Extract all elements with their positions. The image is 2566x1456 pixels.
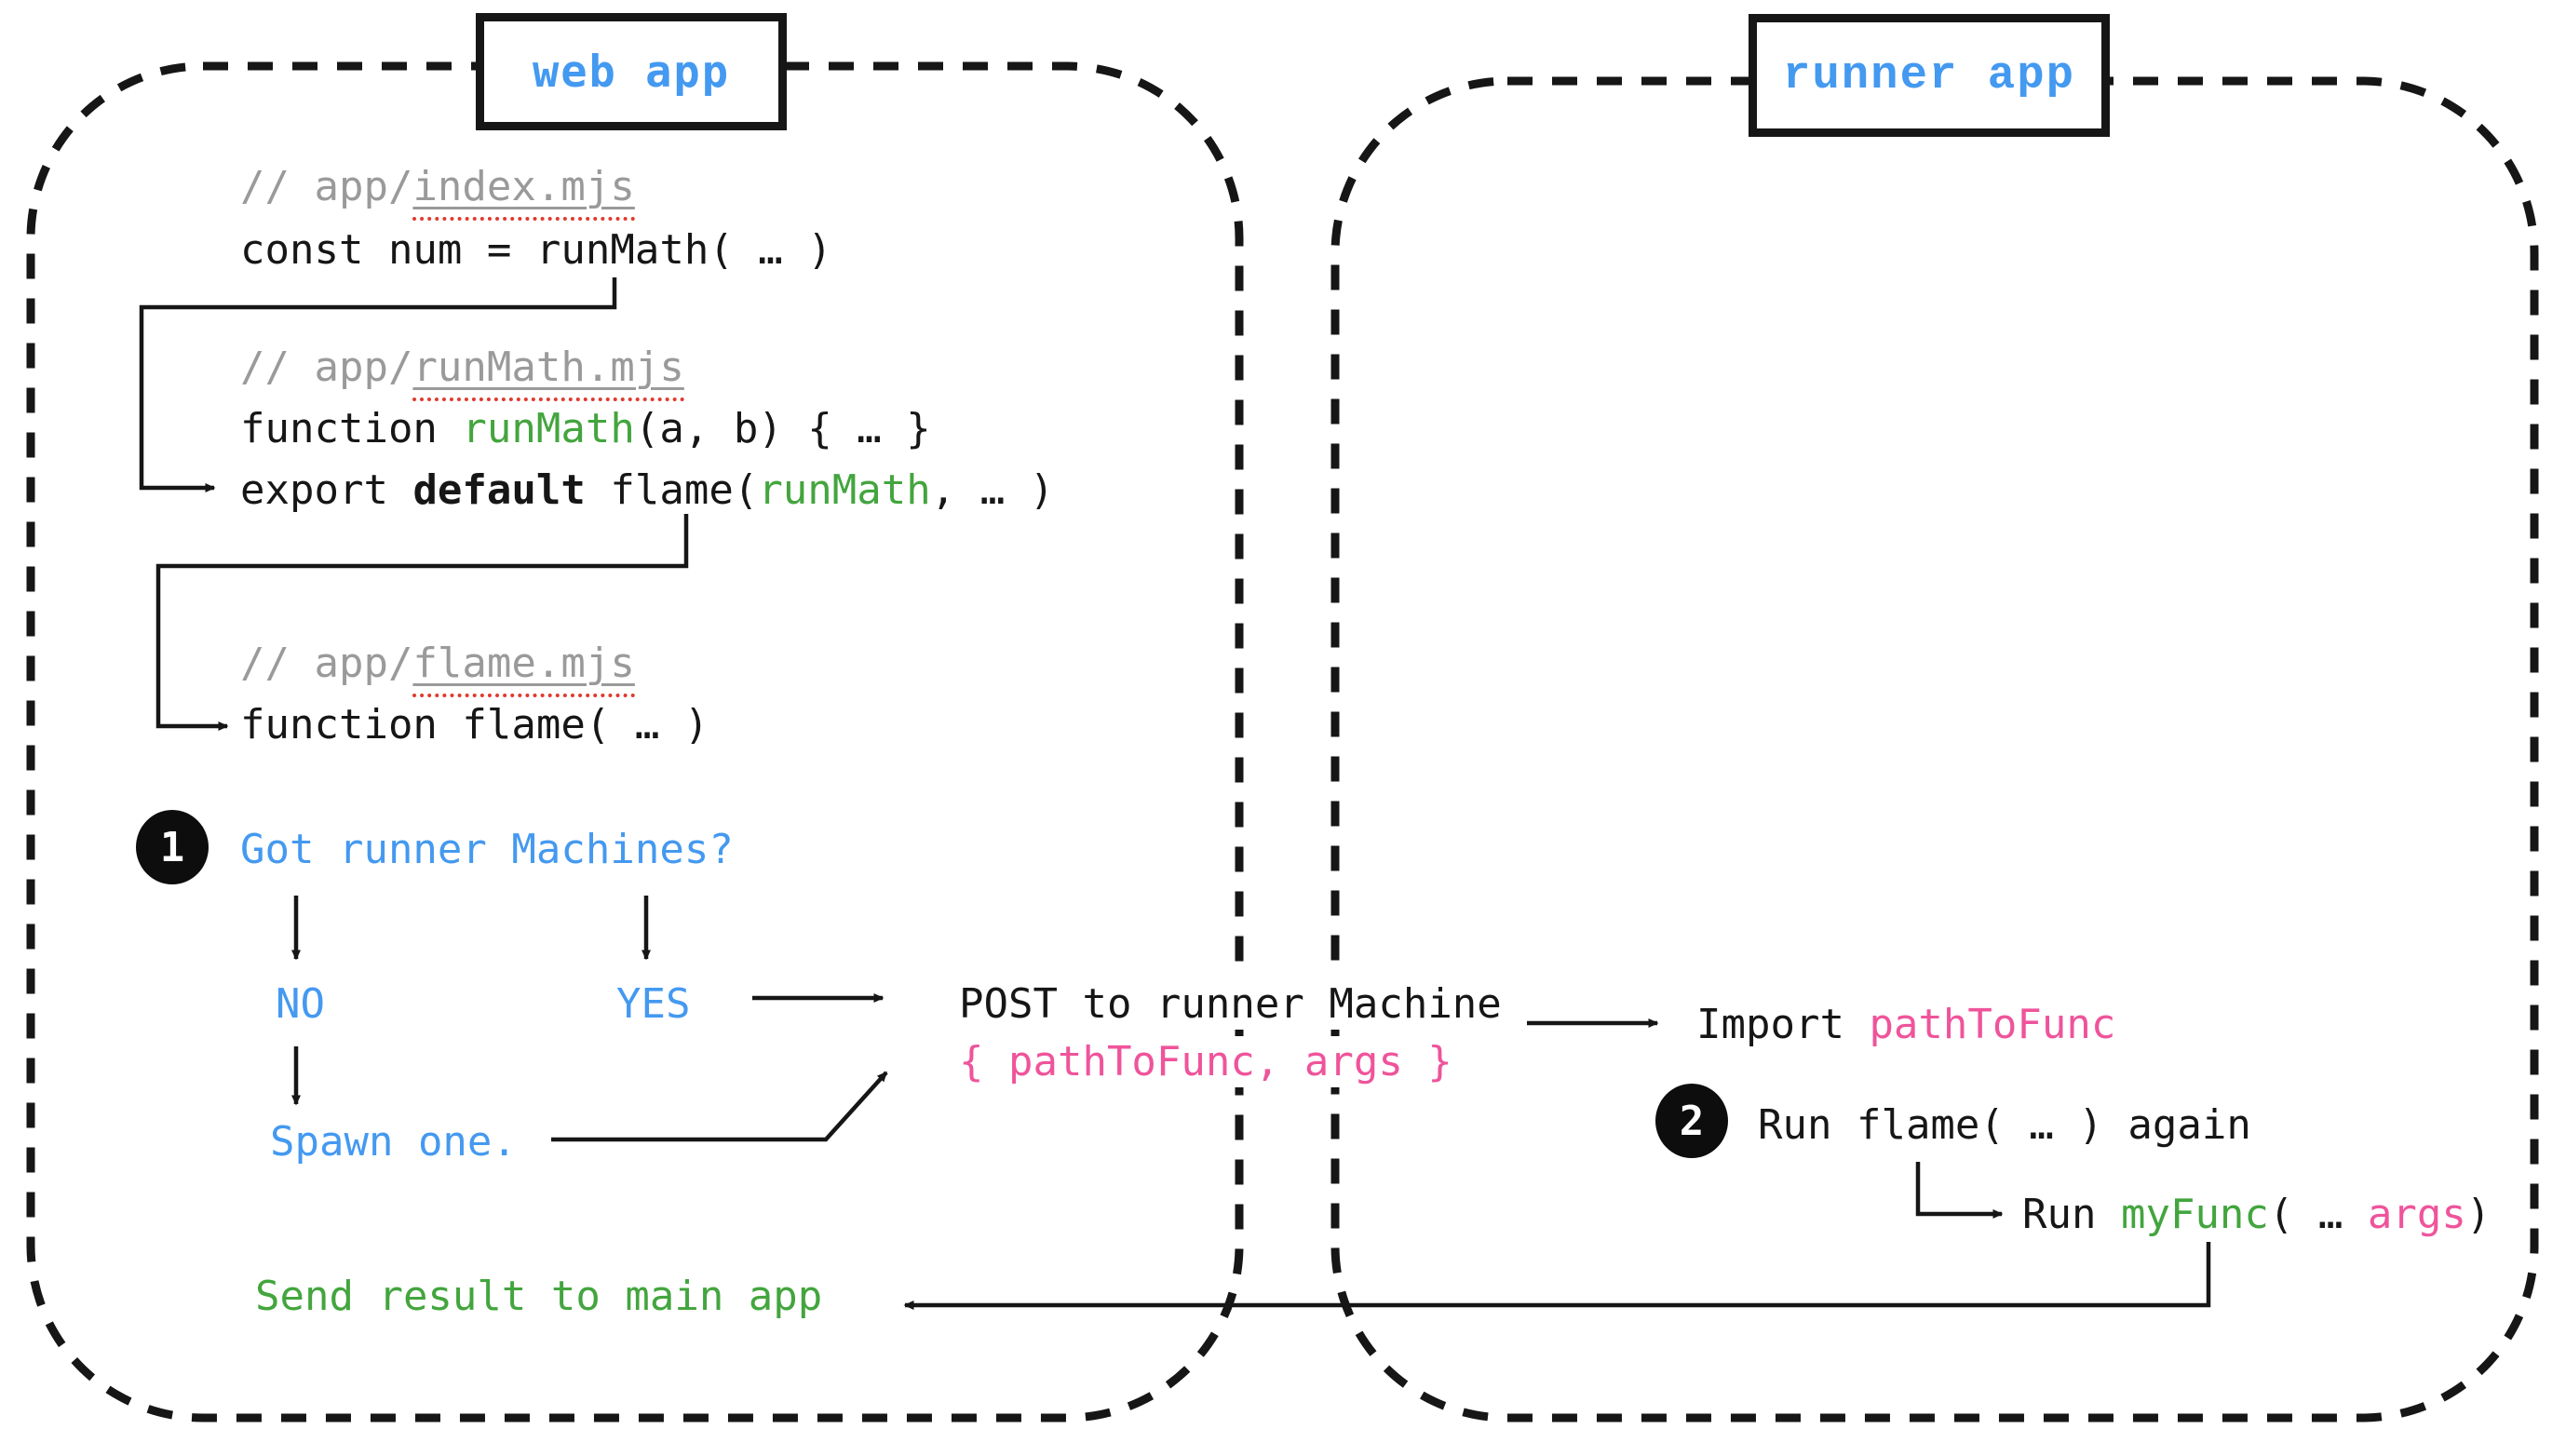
post-line: POST to runner Machine: [959, 978, 1507, 1030]
runner-app-title-box: runner app: [1749, 14, 2110, 137]
question-got-runner-machines: Got runner Machines?: [240, 826, 734, 873]
comment-index-mjs: // app/index.mjs: [240, 163, 635, 221]
step-1-badge: 1: [136, 810, 209, 884]
post-to-runner-block: POST to runner Machine { pathToFunc, args…: [959, 976, 1507, 1092]
code-const-num: const num = runMath( … ): [240, 226, 832, 274]
post-payload: { pathToFunc, args }: [959, 1036, 1458, 1088]
arrow-flame-to-myfunc: [1915, 1162, 2004, 1219]
runmath-identifier: runMath: [758, 466, 931, 514]
comment-prefix: // app/: [240, 640, 413, 687]
branch-no-label: NO: [276, 980, 325, 1028]
code-export-default: export default flame(runMath, … ): [240, 466, 1055, 514]
send-result-label: Send result to main app: [255, 1273, 823, 1320]
default-keyword: default: [412, 466, 586, 514]
code-function-runmath: function runMath(a, b) { … }: [240, 405, 931, 452]
filename-flame-mjs: flame.mjs: [412, 640, 635, 697]
web-app-title: web app: [532, 46, 731, 98]
arrow-spawn-to-post: [551, 1071, 888, 1142]
spawn-one-label: Spawn one.: [270, 1118, 517, 1166]
filename-runmath-mjs: runMath.mjs: [412, 344, 684, 401]
comment-flame-mjs: // app/flame.mjs: [240, 640, 635, 697]
branch-yes-label: YES: [616, 980, 691, 1028]
runner-app-title: runner app: [1782, 49, 2076, 101]
pathtofunc-identifier: pathToFunc: [1869, 1001, 2116, 1048]
filename-index-mjs: index.mjs: [412, 163, 635, 221]
comment-prefix: // app/: [240, 344, 413, 391]
run-myfunc-line: Run myFunc( … args): [2022, 1191, 2492, 1238]
run-flame-again-line: Run flame( … ) again: [1758, 1101, 2251, 1149]
comment-prefix: // app/: [240, 163, 413, 210]
runmath-identifier: runMath: [462, 405, 635, 452]
step-2-badge: 2: [1655, 1084, 1728, 1158]
web-app-title-box: web app: [476, 13, 787, 130]
args-identifier: args: [2367, 1191, 2466, 1238]
comment-runmath-mjs: // app/runMath.mjs: [240, 344, 684, 401]
import-pathtofunc-line: Import pathToFunc: [1696, 1001, 2116, 1048]
myfunc-identifier: myFunc: [2120, 1191, 2269, 1238]
arrow-index-to-export: [139, 277, 617, 492]
arrow-export-to-flame: [155, 514, 689, 731]
code-function-flame: function flame( … ): [240, 701, 709, 748]
arrow-myfunc-to-send-result: [903, 1242, 2211, 1310]
